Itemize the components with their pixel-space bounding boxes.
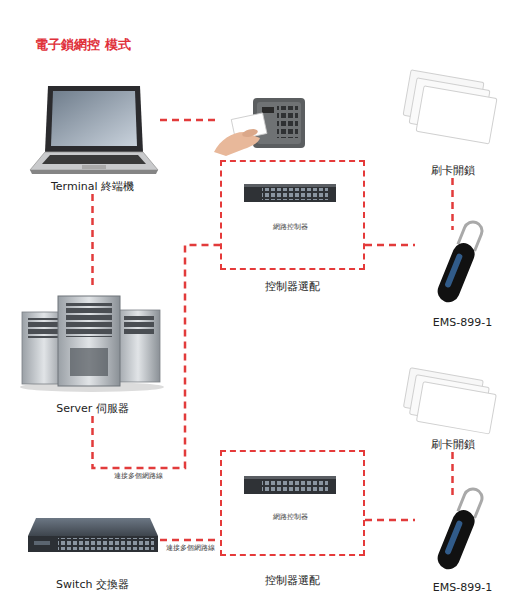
card-stack — [403, 70, 497, 144]
drive-bays — [124, 316, 154, 336]
group-caption: 控制器選配 — [222, 280, 363, 294]
device-label: 網路控制器 — [273, 513, 308, 522]
connector-label: 連接多個網路線 — [166, 544, 215, 553]
card-node: 刷卡開鎖 — [400, 76, 505, 178]
node-label: 刷卡開鎖 — [431, 438, 475, 452]
node-label: 刷卡開鎖 — [431, 164, 475, 178]
lock-device-node: EMS-899-1 — [415, 230, 510, 330]
usb-lock-device — [434, 485, 486, 572]
drive-bays — [28, 318, 58, 338]
controller-group: 控制器選配網路控制器 — [220, 160, 365, 270]
switch-illustration — [28, 518, 158, 552]
server-node: Server 伺服器 — [20, 290, 165, 416]
controller-group: 控制器選配網路控制器 — [220, 450, 365, 556]
dashed-wire — [160, 119, 218, 122]
server-vent — [70, 348, 108, 376]
server-tower — [116, 310, 160, 382]
lock-device-node: EMS-899-1 — [415, 495, 510, 595]
switch-node: Switch 交換器 — [25, 508, 160, 592]
dashed-connector — [451, 178, 454, 230]
diagram-title: 電子鎖網控 模式 — [35, 36, 131, 54]
device-body — [434, 507, 478, 573]
usb-lock-device — [434, 218, 486, 305]
switch-front — [28, 536, 158, 552]
controller-illustration — [244, 184, 336, 202]
server-tower — [58, 296, 120, 386]
card — [416, 382, 496, 434]
switch-logo — [34, 541, 50, 545]
controller-body — [244, 476, 336, 494]
laptop-screen — [51, 91, 137, 146]
reader-display — [262, 107, 274, 113]
drive-bays — [66, 303, 112, 337]
device-highlight — [444, 520, 463, 556]
controller-top — [244, 184, 336, 187]
switch-ports — [58, 538, 154, 550]
card-reader-illustration — [214, 98, 305, 156]
laptop-bezel — [45, 86, 143, 152]
laptop-keyboard — [42, 155, 146, 164]
node-label: Switch 交換器 — [56, 578, 129, 592]
terminal-node: Terminal 終端機 — [30, 82, 155, 194]
card-node: 刷卡開鎖 — [400, 372, 505, 452]
controller-node: 網路控制器 — [240, 180, 340, 232]
device-label: 網路控制器 — [273, 223, 308, 232]
controller-ports — [262, 188, 328, 200]
controller-top — [244, 476, 336, 479]
thumb — [241, 128, 258, 139]
laptop-edge — [30, 170, 158, 174]
node-label: EMS-899-1 — [433, 316, 492, 330]
laptop-touchpad — [82, 165, 106, 169]
laptop-illustration — [30, 86, 158, 174]
reader-keypad — [277, 106, 298, 138]
switch-top — [28, 518, 158, 536]
controller-node: 網路控制器 — [240, 470, 340, 522]
connector-label: 連接多個網路線 — [114, 472, 163, 481]
controller-body — [244, 184, 336, 202]
server-illustration — [20, 296, 164, 392]
dashed-connector — [93, 245, 221, 468]
node-label: Terminal 終端機 — [51, 180, 134, 194]
card — [416, 86, 497, 144]
dashed-connector — [91, 194, 94, 290]
controller-ports — [262, 480, 328, 492]
node-label: Server 伺服器 — [56, 402, 129, 416]
laptop-base — [30, 152, 158, 170]
dashed-connector — [160, 539, 220, 542]
dashed-connector — [451, 452, 454, 495]
dashed-connector — [365, 519, 415, 522]
card-stack — [403, 368, 496, 434]
controller-illustration — [244, 476, 336, 494]
device-body — [434, 240, 478, 306]
dashed-connector — [365, 244, 415, 247]
group-caption: 控制器選配 — [222, 574, 363, 588]
device-highlight — [444, 253, 463, 289]
node-label: EMS-899-1 — [433, 581, 492, 595]
